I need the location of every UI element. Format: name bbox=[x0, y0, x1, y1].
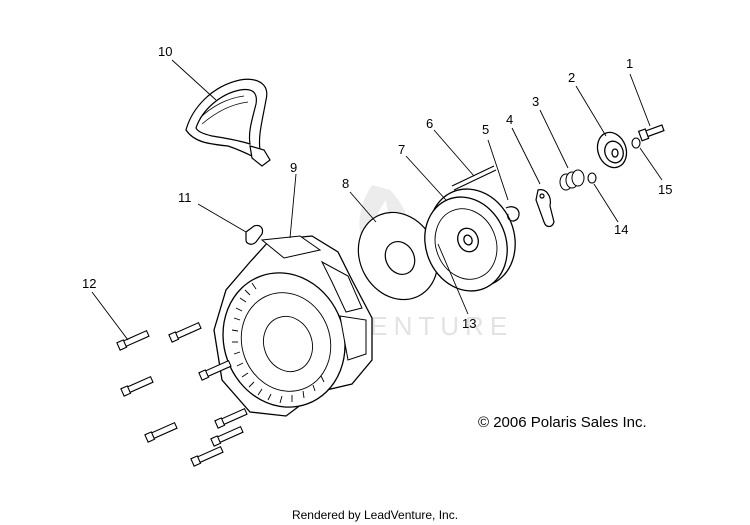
leader-1 bbox=[629, 73, 651, 127]
part-1-screw bbox=[637, 124, 665, 142]
copyright-text: © 2006 Polaris Sales Inc. bbox=[478, 414, 647, 431]
part-5-spring-clip bbox=[505, 206, 520, 222]
leader-8 bbox=[349, 191, 377, 223]
leader-11 bbox=[197, 203, 247, 233]
part-6-rope bbox=[451, 165, 497, 191]
callout-8: 8 bbox=[342, 176, 349, 191]
bolt bbox=[120, 375, 154, 397]
part-3-spring bbox=[559, 169, 585, 191]
leader-2 bbox=[575, 85, 607, 137]
part-4-pawl bbox=[535, 189, 555, 228]
leader-10 bbox=[171, 59, 217, 101]
callout-14: 14 bbox=[614, 222, 628, 237]
leader-4 bbox=[511, 127, 541, 185]
part-12-bolts bbox=[116, 321, 248, 467]
bolt bbox=[190, 445, 224, 467]
part-11-pin bbox=[245, 224, 264, 245]
part-8-plate bbox=[357, 211, 439, 301]
bolt bbox=[168, 321, 202, 343]
bolt bbox=[198, 359, 232, 381]
leader-14 bbox=[593, 183, 619, 223]
callout-11: 11 bbox=[178, 190, 192, 205]
callout-7: 7 bbox=[398, 142, 405, 157]
callout-12: 12 bbox=[82, 276, 96, 291]
leader-6 bbox=[433, 129, 475, 177]
bolt bbox=[116, 329, 150, 351]
part-15-washer bbox=[631, 137, 641, 149]
part-14-washer bbox=[587, 172, 597, 184]
leader-7 bbox=[405, 155, 447, 201]
part-10-rope-handle bbox=[185, 78, 271, 167]
callout-3: 3 bbox=[532, 94, 539, 109]
leader-12 bbox=[91, 291, 129, 341]
footer-credit: Rendered by LeadVenture, Inc. bbox=[291, 508, 459, 522]
part-7-pulley bbox=[424, 188, 516, 292]
leader-13 bbox=[437, 243, 469, 315]
part-2-reel bbox=[596, 131, 628, 169]
leader-3 bbox=[539, 109, 569, 169]
callout-4: 4 bbox=[506, 112, 513, 127]
callout-1: 1 bbox=[626, 56, 633, 71]
bolt bbox=[214, 407, 248, 429]
leader-9 bbox=[289, 173, 297, 239]
leader-5 bbox=[487, 139, 509, 201]
callout-10: 10 bbox=[158, 44, 172, 59]
leader-15 bbox=[639, 147, 663, 181]
callout-5: 5 bbox=[482, 122, 489, 137]
bolt bbox=[210, 425, 244, 447]
callouts: 1 2 3 4 5 6 7 8 9 10 11 12 13 14 15 bbox=[82, 44, 672, 331]
part-9-recoil-housing bbox=[213, 235, 373, 417]
callout-9: 9 bbox=[290, 160, 297, 175]
callout-13: 13 bbox=[462, 316, 476, 331]
callout-15: 15 bbox=[658, 182, 672, 197]
callout-6: 6 bbox=[426, 116, 433, 131]
bolt bbox=[144, 421, 178, 443]
leader-lines bbox=[91, 59, 663, 341]
callout-2: 2 bbox=[568, 70, 575, 85]
